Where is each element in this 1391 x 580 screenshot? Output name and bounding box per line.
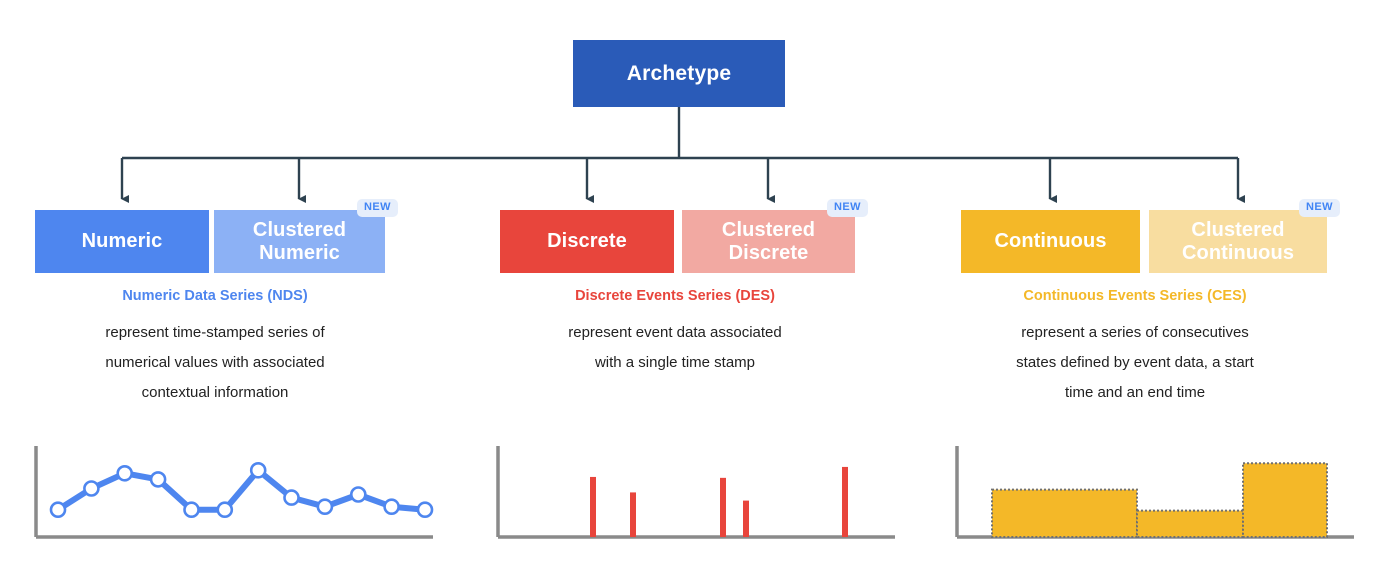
node-continuous-label: Continuous xyxy=(994,230,1107,252)
state-blocks xyxy=(991,462,1328,538)
spike-bar xyxy=(590,476,596,537)
line-marker xyxy=(283,489,300,506)
spike-series xyxy=(590,466,848,537)
node-clustered-discrete-label: Clustered Discrete xyxy=(721,218,816,264)
new-badge-clustered-discrete: NEW xyxy=(827,199,868,217)
description-ces-title: Continuous Events Series (CES) xyxy=(1023,288,1247,304)
description-line: states defined by event data, a start xyxy=(1016,354,1254,371)
line-marker xyxy=(149,471,167,488)
description-des-title: Discrete Events Series (DES) xyxy=(575,288,775,304)
line-marker xyxy=(349,486,367,503)
node-clustered-numeric-label: Clustered Numeric xyxy=(252,218,347,264)
description-line: contextual information xyxy=(141,384,289,401)
line-marker xyxy=(316,498,334,515)
line-marker xyxy=(116,464,133,482)
description-line: with a single time stamp xyxy=(594,354,756,371)
description-des-body: represent event data associated with a s… xyxy=(495,318,855,378)
node-discrete-label: Discrete xyxy=(547,230,627,252)
description-nds: Numeric Data Series (NDS) represent time… xyxy=(35,288,395,408)
description-ces: Continuous Events Series (CES) represent… xyxy=(955,288,1315,408)
chart-axes xyxy=(34,446,433,539)
state-block xyxy=(991,488,1138,538)
description-line: time and an end time xyxy=(1064,384,1206,401)
node-clustered-continuous-label: Clustered Continuous xyxy=(1181,218,1295,264)
chart-axes xyxy=(496,446,895,539)
spike-bar xyxy=(720,477,726,537)
description-nds-body: represent time-stamped series of numeric… xyxy=(35,318,395,408)
node-clustered-continuous[interactable]: Clustered Continuous xyxy=(1149,210,1327,273)
node-numeric-label: Numeric xyxy=(81,230,163,252)
new-badge-clustered-numeric: NEW xyxy=(357,199,398,217)
description-line: represent time-stamped series of xyxy=(105,324,325,341)
description-line: numerical values with associated xyxy=(105,354,325,371)
chart-numeric-line xyxy=(34,446,434,539)
chart-continuous-states xyxy=(955,446,1354,539)
line-marker xyxy=(183,501,200,518)
spike-bar xyxy=(842,466,848,537)
node-numeric[interactable]: Numeric xyxy=(35,210,209,273)
state-block xyxy=(1242,462,1328,538)
description-ces-body: represent a series of consecutives state… xyxy=(955,318,1315,408)
description-line: represent a series of consecutives xyxy=(1021,324,1249,341)
line-marker xyxy=(249,461,267,479)
description-line: represent event data associated xyxy=(568,324,782,341)
line-series-markers xyxy=(49,461,434,518)
line-marker xyxy=(416,501,434,518)
node-discrete[interactable]: Discrete xyxy=(500,210,674,273)
archetype-root-node[interactable]: Archetype xyxy=(573,40,785,107)
line-series-path xyxy=(55,467,428,513)
spike-bar xyxy=(743,500,749,537)
line-marker xyxy=(83,480,100,497)
line-marker xyxy=(216,501,234,518)
line-marker xyxy=(383,498,400,515)
node-clustered-discrete[interactable]: Clustered Discrete xyxy=(682,210,855,273)
description-des: Discrete Events Series (DES) represent e… xyxy=(495,288,855,378)
chart-discrete-spikes xyxy=(496,446,895,539)
line-marker xyxy=(49,501,67,518)
spike-bar xyxy=(630,492,636,537)
node-continuous[interactable]: Continuous xyxy=(961,210,1140,273)
node-clustered-numeric[interactable]: Clustered Numeric xyxy=(214,210,385,273)
state-block xyxy=(1136,509,1244,538)
root-node-label: Archetype xyxy=(626,61,732,85)
description-nds-title: Numeric Data Series (NDS) xyxy=(122,288,308,304)
new-badge-clustered-continuous: NEW xyxy=(1299,199,1340,217)
